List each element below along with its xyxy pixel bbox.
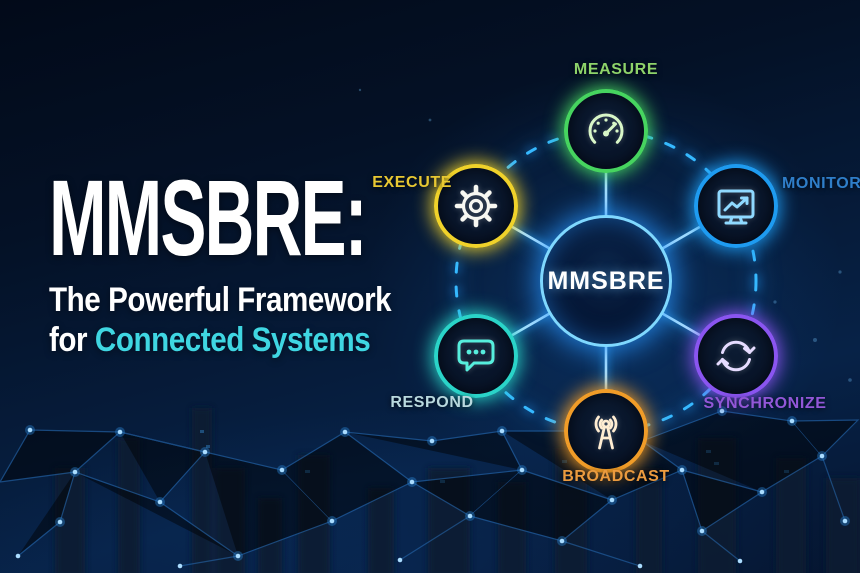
subtitle-line2-prefix: for	[49, 321, 95, 359]
node-monitor	[694, 164, 778, 248]
gear-icon	[454, 184, 498, 228]
city-window-lights	[200, 430, 789, 483]
label-monitor: MONITOR	[782, 175, 860, 192]
node-broadcast	[564, 389, 648, 473]
monitor-chart-icon	[717, 189, 755, 225]
node-execute	[434, 164, 518, 248]
network-mesh-nodes	[15, 88, 852, 569]
sparse-upper-dots	[358, 88, 852, 382]
broadcast-antenna-icon	[594, 415, 618, 450]
node-measure	[564, 89, 648, 173]
label-execute: EXECUTE	[372, 174, 452, 191]
label-respond: RESPOND	[390, 394, 474, 411]
subtitle-line1: The Powerful Framework	[49, 281, 392, 319]
label-measure: MEASURE	[573, 61, 659, 78]
sync-arrows-icon	[716, 340, 756, 372]
city-skyline	[55, 408, 860, 573]
gauge-icon	[588, 113, 624, 144]
page-title: MMSBRE:	[49, 157, 368, 278]
label-synchronize: SYNCHRONIZE	[703, 395, 827, 412]
subtitle-line2: for Connected Systems	[49, 320, 480, 360]
dashed-ring	[454, 129, 758, 433]
headline: MMSBRE: The Powerful Framework for Conne…	[49, 157, 544, 360]
network-mesh-lines	[0, 410, 860, 567]
hub-circle: MMSBRE	[540, 215, 672, 347]
chat-bubble-icon	[457, 339, 495, 372]
node-synchronize	[694, 314, 778, 398]
node-respond	[434, 314, 518, 398]
headline-highlight: Connected Systems	[94, 321, 371, 359]
hub-label: MMSBRE	[547, 266, 665, 295]
mmsbre-framework-diagram: MMSBRE MEASURE MONITOR	[372, 61, 860, 521]
label-broadcast: BROADCAST	[562, 468, 670, 485]
headline-subtitle: The Powerful Framework for Connected Sys…	[49, 280, 480, 360]
